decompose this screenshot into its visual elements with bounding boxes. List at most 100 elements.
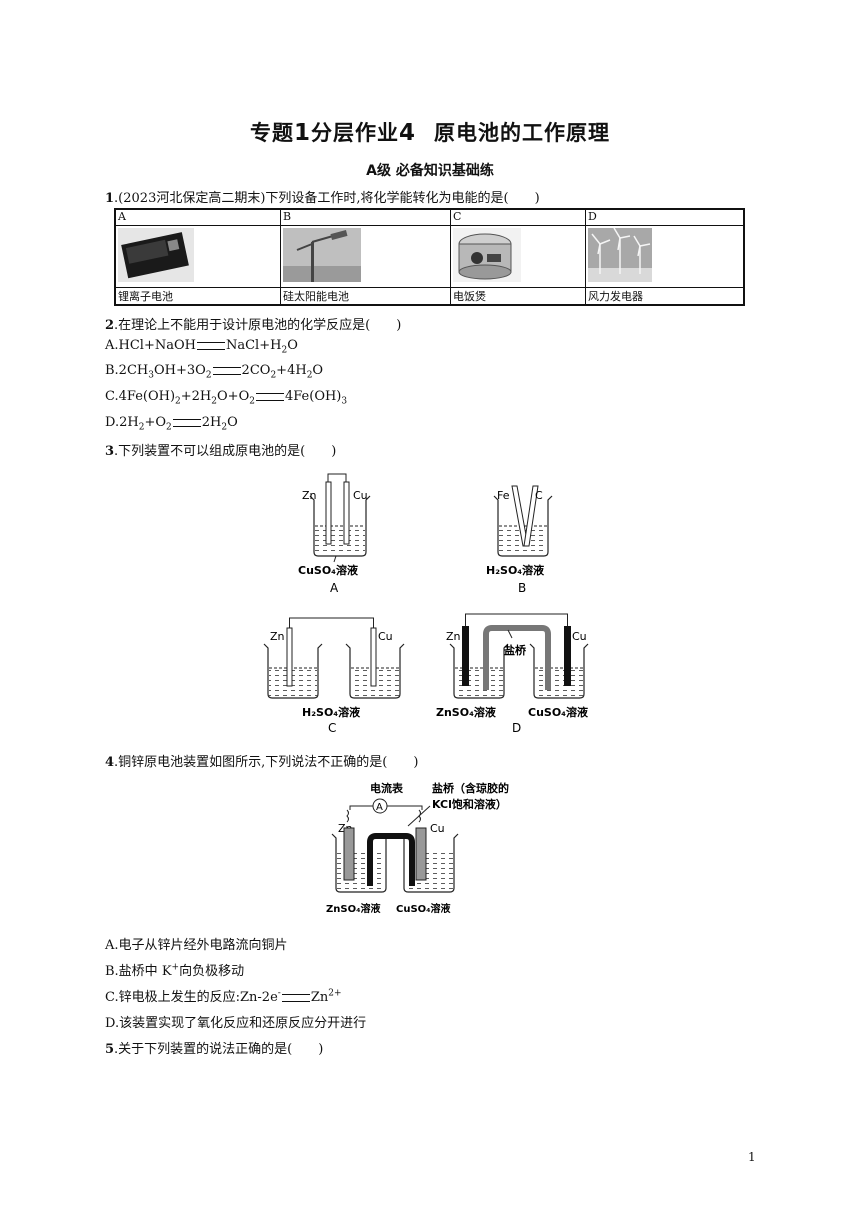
equals-sign <box>212 366 241 375</box>
option-label: 电饭煲 <box>450 287 586 306</box>
rice-cooker-graphic <box>453 228 521 282</box>
ammeter-symbol: A <box>376 802 383 813</box>
electrode-label: Zn <box>302 489 317 502</box>
subscript: 2 <box>221 422 228 433</box>
figure-caption: A <box>330 581 339 595</box>
question-text: .在理论上不能用于设计原电池的化学反应是( ) <box>114 318 402 333</box>
electrode-label: Cu <box>572 630 587 643</box>
question-number: 4 <box>105 755 115 770</box>
salt-bridge-label: 盐桥 <box>504 643 527 657</box>
section-heading: A级 必备知识基础练 <box>366 163 494 179</box>
title-part: 专题 <box>249 121 294 145</box>
subscript: 2 <box>270 370 277 381</box>
q2-option-a: A.HCl+NaOH NaCl+H2O <box>105 338 298 356</box>
solution-label: ZnSO₄溶液 <box>436 705 497 719</box>
eq-part: A.HCl+NaOH <box>105 338 196 353</box>
figure-a: Zn Cu CuSO₄溶液 A <box>298 473 371 595</box>
subscript: 2 <box>166 422 172 433</box>
question-number: 2 <box>105 318 115 333</box>
electrode-label: Fe <box>497 489 510 502</box>
solution-label: H₂SO₄溶液 <box>486 563 545 577</box>
ammeter-label: 电流表 <box>370 781 404 795</box>
superscript: 2+ <box>328 988 342 999</box>
rice-cooker-image <box>450 225 586 288</box>
option-label: 风力发电器 <box>585 287 745 306</box>
subscript: 2 <box>175 396 181 407</box>
solution-label: CuSO₄溶液 <box>528 705 589 719</box>
page-number: 1 <box>748 1150 756 1164</box>
eq-part: 2H <box>201 415 222 430</box>
solution-label: CuSO₄溶液 <box>298 563 359 577</box>
eq-part: O+O <box>217 389 250 404</box>
electrode-label: Zn <box>446 630 461 643</box>
title-part: 原电池的工作原理 <box>434 121 611 145</box>
subscript: 3 <box>148 370 154 381</box>
q4-option-b: B.盐桥中 K+向负极移动 <box>105 960 244 979</box>
question-text: .下列装置不可以组成原电池的是( ) <box>114 444 337 459</box>
solution-label: ZnSO₄溶液 <box>326 902 380 915</box>
option-text: C.锌电极上发生的反应:Zn-2e <box>105 990 278 1005</box>
question-4: 4.铜锌原电池装置如图所示,下列说法不正确的是( ) <box>105 751 418 770</box>
figure-d: Zn Cu 盐桥 ZnSO₄溶液 CuSO₄溶液 D <box>436 613 589 735</box>
question-3: 3.下列装置不可以组成原电池的是( ) <box>105 440 336 459</box>
eq-part: OH+3O <box>153 363 206 378</box>
eq-part: C.4Fe(OH) <box>105 389 176 404</box>
eq-part: O <box>312 363 324 378</box>
q3-figures: Zn Cu CuSO₄溶液 A Fe C H₂SO₄溶液 B Zn Cu H₂S… <box>263 473 589 735</box>
question-text: .(2023河北保定高二期末)下列设备工作时,将化学能转化为电能的是( ) <box>114 191 540 206</box>
eq-part: D.2H <box>105 415 139 430</box>
electrode-label: C <box>535 489 543 502</box>
battery-image <box>114 225 281 288</box>
eq-part: +O <box>144 415 166 430</box>
title-part: 4 <box>399 120 417 146</box>
solution-label: CuSO₄溶液 <box>396 902 451 915</box>
eq-part: +2H <box>180 389 212 404</box>
superscript: - <box>277 988 281 999</box>
option-label: 锂离子电池 <box>114 287 281 306</box>
q4-option-a: A.电子从锌片经外电路流向铜片 <box>105 938 288 953</box>
solar-light-image <box>280 225 451 288</box>
salt-bridge-label: KCl饱和溶液） <box>432 797 507 811</box>
question-text: .铜锌原电池装置如图所示,下列说法不正确的是( ) <box>114 755 419 770</box>
title-part: 分层作业 <box>311 121 399 145</box>
eq-part: O <box>287 338 298 353</box>
option-label: 硅太阳能电池 <box>280 287 451 306</box>
figure-b: Fe C H₂SO₄溶液 B <box>486 485 553 595</box>
wind-turbine-image <box>585 225 745 288</box>
equals-sign <box>196 341 225 350</box>
option-letter: B <box>280 208 451 226</box>
electrode-label: Cu <box>430 822 445 835</box>
battery-image-graphic <box>118 228 194 282</box>
figure-caption: C <box>328 721 336 735</box>
option-letter: C <box>450 208 586 226</box>
question-number: 3 <box>105 444 115 459</box>
figure-caption: B <box>518 581 526 595</box>
electrode-label: Zn <box>270 630 285 643</box>
subscript: 3 <box>341 396 348 407</box>
eq-part: 2CO <box>241 363 271 378</box>
option-letter: A <box>114 208 281 226</box>
subscript: 2 <box>306 370 313 381</box>
subscript: 2 <box>138 422 145 433</box>
electrode-label: Cu <box>378 630 393 643</box>
q4-option-c: C.锌电极上发生的反应:Zn-2e- Zn2+ <box>105 986 342 1005</box>
subscript: 2 <box>281 345 288 356</box>
eq-part: 4Fe(OH) <box>284 389 342 404</box>
superscript: + <box>171 962 180 973</box>
solution-label: H₂SO₄溶液 <box>302 705 361 719</box>
eq-part: +4H <box>276 363 307 378</box>
option-letter: D <box>585 208 745 226</box>
option-text: Zn <box>310 990 329 1005</box>
subscript: 2 <box>205 370 212 381</box>
subscript: 2 <box>211 396 218 407</box>
wind-turbine-graphic <box>588 227 652 282</box>
option-text: B.盐桥中 K <box>105 964 172 979</box>
eq-part: NaCl+H <box>225 338 282 353</box>
question-5: 5.关于下列装置的说法正确的是( ) <box>105 1038 323 1057</box>
equals-sign <box>255 392 284 401</box>
option-text: 向负极移动 <box>179 964 245 979</box>
